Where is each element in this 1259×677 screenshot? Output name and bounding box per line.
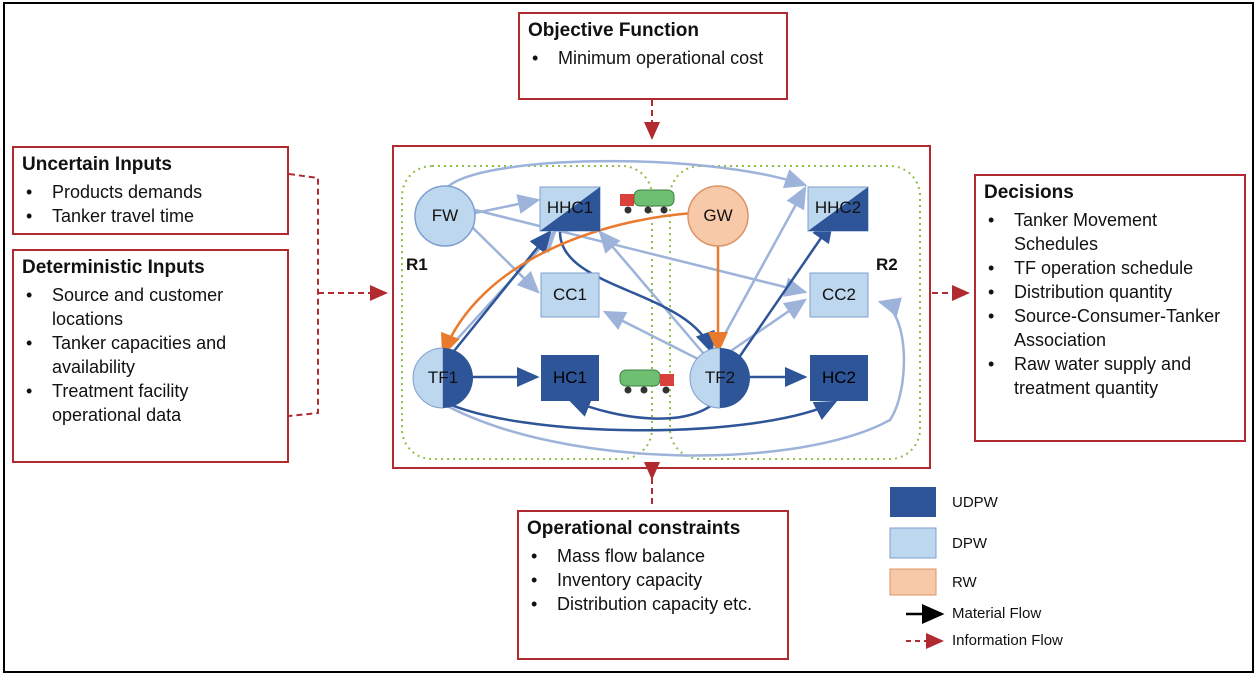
- node-cc2: [809, 272, 869, 318]
- diagram-frame: [3, 2, 1254, 673]
- node-fw: [414, 185, 476, 247]
- uncertain-item: Products demands: [22, 180, 279, 204]
- operational-constraints-box: Operational constraints Mass flow balanc…: [517, 510, 789, 660]
- deterministic-item: Treatment facility operational data: [22, 379, 279, 427]
- legend-information-label: Information Flow: [952, 632, 1063, 649]
- node-hc1-label: HC1: [552, 368, 587, 387]
- node-hc1: [541, 355, 599, 401]
- node-cc1-label: CC1: [552, 285, 587, 304]
- deterministic-item: Tanker capacities and availability: [22, 331, 279, 379]
- legend-rw-swatch: [889, 568, 937, 596]
- deterministic-item: Source and customer locations: [22, 283, 279, 331]
- objective-function-box: Objective Function Minimum operational c…: [518, 12, 788, 100]
- region-r1-label: R1: [406, 255, 428, 274]
- legend-rw-label: RW: [952, 574, 977, 591]
- constraint-item: Distribution capacity etc.: [527, 592, 779, 616]
- node-tf1-label: TF1: [427, 368, 459, 387]
- network-box: [392, 145, 931, 469]
- tanker-truck-icon-bottom: [619, 369, 674, 394]
- decisions-title: Decisions: [984, 182, 1074, 203]
- constraint-item: Inventory capacity: [527, 568, 779, 592]
- node-hhc2-label: HHC2: [814, 198, 862, 217]
- decision-item: Tanker Movement Schedules: [984, 208, 1236, 256]
- decision-item: Source-Consumer-Tanker Association: [984, 304, 1236, 352]
- node-tf2: [689, 347, 750, 409]
- objective-item: Minimum operational cost: [528, 46, 778, 70]
- decision-item: TF operation schedule: [984, 256, 1236, 280]
- legend-udpw-swatch: [890, 487, 936, 517]
- uncertain-inputs-title: Uncertain Inputs: [22, 154, 172, 175]
- legend-dpw-swatch: [889, 527, 937, 559]
- deterministic-inputs-title: Deterministic Inputs: [22, 257, 205, 278]
- tanker-truck-icon-top: [620, 189, 675, 214]
- objective-function-title: Objective Function: [528, 20, 700, 41]
- legend-material-label: Material Flow: [952, 605, 1042, 622]
- operational-constraints-title: Operational constraints: [527, 518, 741, 539]
- decisions-box: Decisions Tanker Movement Schedules TF o…: [974, 174, 1246, 442]
- node-gw: [687, 185, 749, 247]
- node-cc2-label: CC2: [821, 285, 856, 304]
- node-tf1: [412, 347, 473, 409]
- deterministic-inputs-box: Deterministic Inputs Source and customer…: [12, 249, 289, 463]
- node-hhc1-label: HHC1: [546, 198, 594, 217]
- node-fw-label: FW: [431, 206, 459, 225]
- node-hc2: [810, 355, 868, 401]
- node-tf2-label: TF2: [704, 368, 736, 387]
- decision-item: Raw water supply and treatment quantity: [984, 352, 1236, 400]
- node-cc1: [540, 272, 600, 318]
- decision-item: Distribution quantity: [984, 280, 1236, 304]
- region-r1: [401, 165, 653, 460]
- node-gw-label: GW: [703, 206, 733, 225]
- region-r2-label: R2: [876, 255, 898, 274]
- constraint-item: Mass flow balance: [527, 544, 779, 568]
- uncertain-inputs-box: Uncertain Inputs Products demands Tanker…: [12, 146, 289, 235]
- legend-udpw-label: UDPW: [952, 494, 998, 511]
- node-hc2-label: HC2: [821, 368, 856, 387]
- uncertain-item: Tanker travel time: [22, 204, 279, 228]
- legend-dpw-label: DPW: [952, 535, 987, 552]
